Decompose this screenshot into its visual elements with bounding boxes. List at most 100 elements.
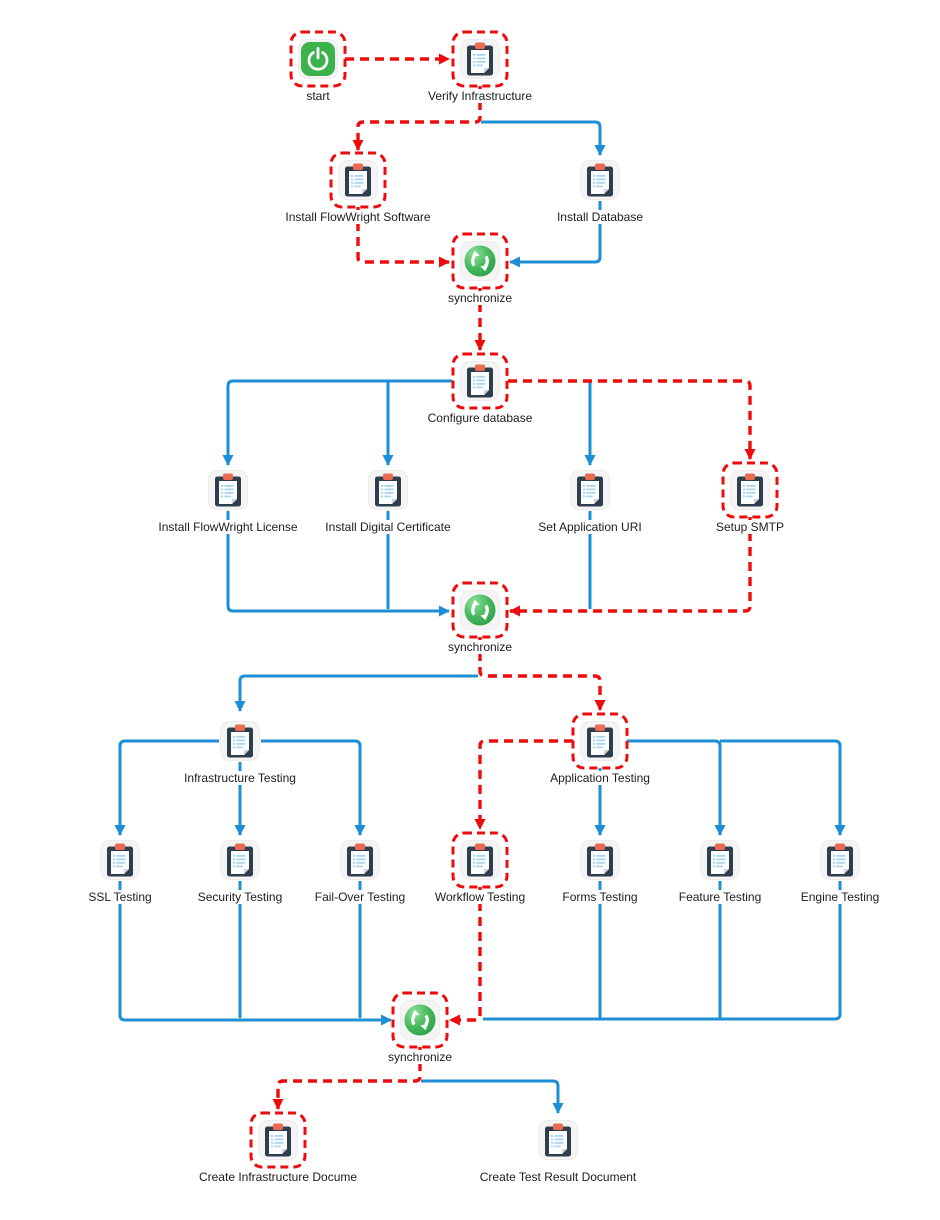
clipboard-icon [225,724,255,758]
edge-synchronize-3-to-create-test-result-document[interactable] [421,1079,564,1114]
edge-application-testing-to-workflow-testing[interactable] [474,739,573,830]
clipboard-icon [735,473,765,507]
edge-configure-database-to-setup-smtp[interactable] [508,379,756,460]
sync-icon [460,590,500,630]
edge-configure-database-to-install-flowwright-license[interactable] [222,379,452,466]
clipboard-icon [465,364,495,398]
edge-ssl-testing-to-synchronize-3[interactable] [118,881,392,1026]
edge-synchronize-2-to-application-testing[interactable] [478,637,606,711]
node-install-flowwright-license[interactable] [208,470,248,510]
node-create-infrastructure-docume[interactable] [258,1120,298,1160]
node-application-testing[interactable] [580,721,620,761]
clipboard-icon [105,843,135,877]
selection-box-application-testing [571,712,629,770]
edge-install-flowwright-software-to-synchronize-1[interactable] [356,207,450,268]
node-install-flowwright-software[interactable] [338,160,378,200]
edge-setup-smtp-to-synchronize-2[interactable] [509,517,752,617]
clipboard-icon [585,843,615,877]
node-verify-infrastructure[interactable] [460,39,500,79]
clipboard-icon [465,42,495,76]
node-configure-database[interactable] [460,361,500,401]
node-label-application-testing: Application Testing [547,771,653,785]
node-label-verify-infrastructure: Verify Infrastructure [424,89,536,103]
node-feature-testing[interactable] [700,840,740,880]
node-synchronize-3[interactable] [400,1000,440,1040]
sync-icon [400,1000,440,1040]
node-label-engine-testing: Engine Testing [797,890,883,904]
selection-box-synchronize-3 [391,991,449,1049]
node-label-security-testing: Security Testing [194,890,286,904]
selection-box-configure-database [451,352,509,410]
clipboard-icon [465,843,495,877]
node-label-create-test-result-document: Create Test Result Document [476,1170,640,1184]
edge-infrastructure-testing-to-ssl-testing[interactable] [114,739,219,836]
selection-box-setup-smtp [721,461,779,519]
node-synchronize-2[interactable] [460,590,500,630]
node-install-database[interactable] [580,160,620,200]
node-label-ssl-testing: SSL Testing [85,890,155,904]
node-label-workflow-testing: Workflow Testing [431,890,529,904]
clipboard-icon [543,1123,573,1157]
edge-install-flowwright-license-to-synchronize-2[interactable] [226,511,450,617]
selection-box-workflow-testing [451,831,509,889]
edge-synchronize-2-to-infrastructure-testing[interactable] [234,674,478,712]
edge-application-testing-to-feature-testing[interactable] [627,739,726,836]
node-workflow-testing[interactable] [460,840,500,880]
edge-synchronize-3-to-create-infrastructure-docume[interactable] [272,1047,422,1110]
node-label-start: start [303,89,333,103]
clipboard-icon [825,843,855,877]
edge-install-database-to-synchronize-1[interactable] [509,201,602,268]
selection-box-synchronize-2 [451,581,509,639]
node-label-configure-database: Configure database [424,411,536,425]
node-label-synchronize-1: synchronize [444,291,516,305]
selection-box-verify-infrastructure [451,30,509,88]
clipboard-icon [263,1123,293,1157]
node-ssl-testing[interactable] [100,840,140,880]
sync-icon [460,241,500,281]
clipboard-icon [213,473,243,507]
node-label-synchronize-2: synchronize [444,640,516,654]
selection-box-create-infrastructure-docume [249,1111,307,1169]
clipboard-icon [373,473,403,507]
edge-infrastructure-testing-to-fail-over-testing[interactable] [261,739,366,836]
node-label-fail-over-testing: Fail-Over Testing [311,890,409,904]
node-security-testing[interactable] [220,840,260,880]
node-start[interactable] [298,39,338,79]
node-fail-over-testing[interactable] [340,840,380,880]
selection-box-start [289,30,347,88]
node-forms-testing[interactable] [580,840,620,880]
clipboard-icon [575,473,605,507]
power-icon [298,39,338,79]
node-label-install-database: Install Database [553,210,647,224]
edge-verify-infrastructure-to-install-database[interactable] [481,120,606,156]
node-synchronize-1[interactable] [460,241,500,281]
node-infrastructure-testing[interactable] [220,721,260,761]
selection-box-synchronize-1 [451,232,509,290]
clipboard-icon [345,843,375,877]
edge-workflow-testing-to-synchronize-3[interactable] [449,887,482,1026]
node-label-install-flowwright-software: Install FlowWright Software [282,210,434,224]
node-create-test-result-document[interactable] [538,1120,578,1160]
node-label-create-infrastructure-docume: Create Infrastructure Docume [195,1170,361,1184]
node-set-application-uri[interactable] [570,470,610,510]
node-label-setup-smtp: Setup SMTP [712,520,788,534]
node-label-infrastructure-testing: Infrastructure Testing [181,771,299,785]
clipboard-icon [705,843,735,877]
edge-engine-testing-to-synchronize-3[interactable] [483,881,842,1021]
node-engine-testing[interactable] [820,840,860,880]
clipboard-icon [585,724,615,758]
node-install-digital-certificate[interactable] [368,470,408,510]
node-label-install-flowwright-license: Install FlowWright License [155,520,301,534]
node-label-feature-testing: Feature Testing [675,890,765,904]
edge-application-testing-to-engine-testing[interactable] [720,739,846,836]
edge-verify-infrastructure-to-install-flowwright-software[interactable] [352,86,482,151]
clipboard-icon [343,163,373,197]
node-label-set-application-uri: Set Application URI [535,520,645,534]
clipboard-icon [225,843,255,877]
node-label-install-digital-certificate: Install Digital Certificate [322,520,454,534]
clipboard-icon [585,163,615,197]
node-label-synchronize-3: synchronize [384,1050,456,1064]
node-setup-smtp[interactable] [730,470,770,510]
